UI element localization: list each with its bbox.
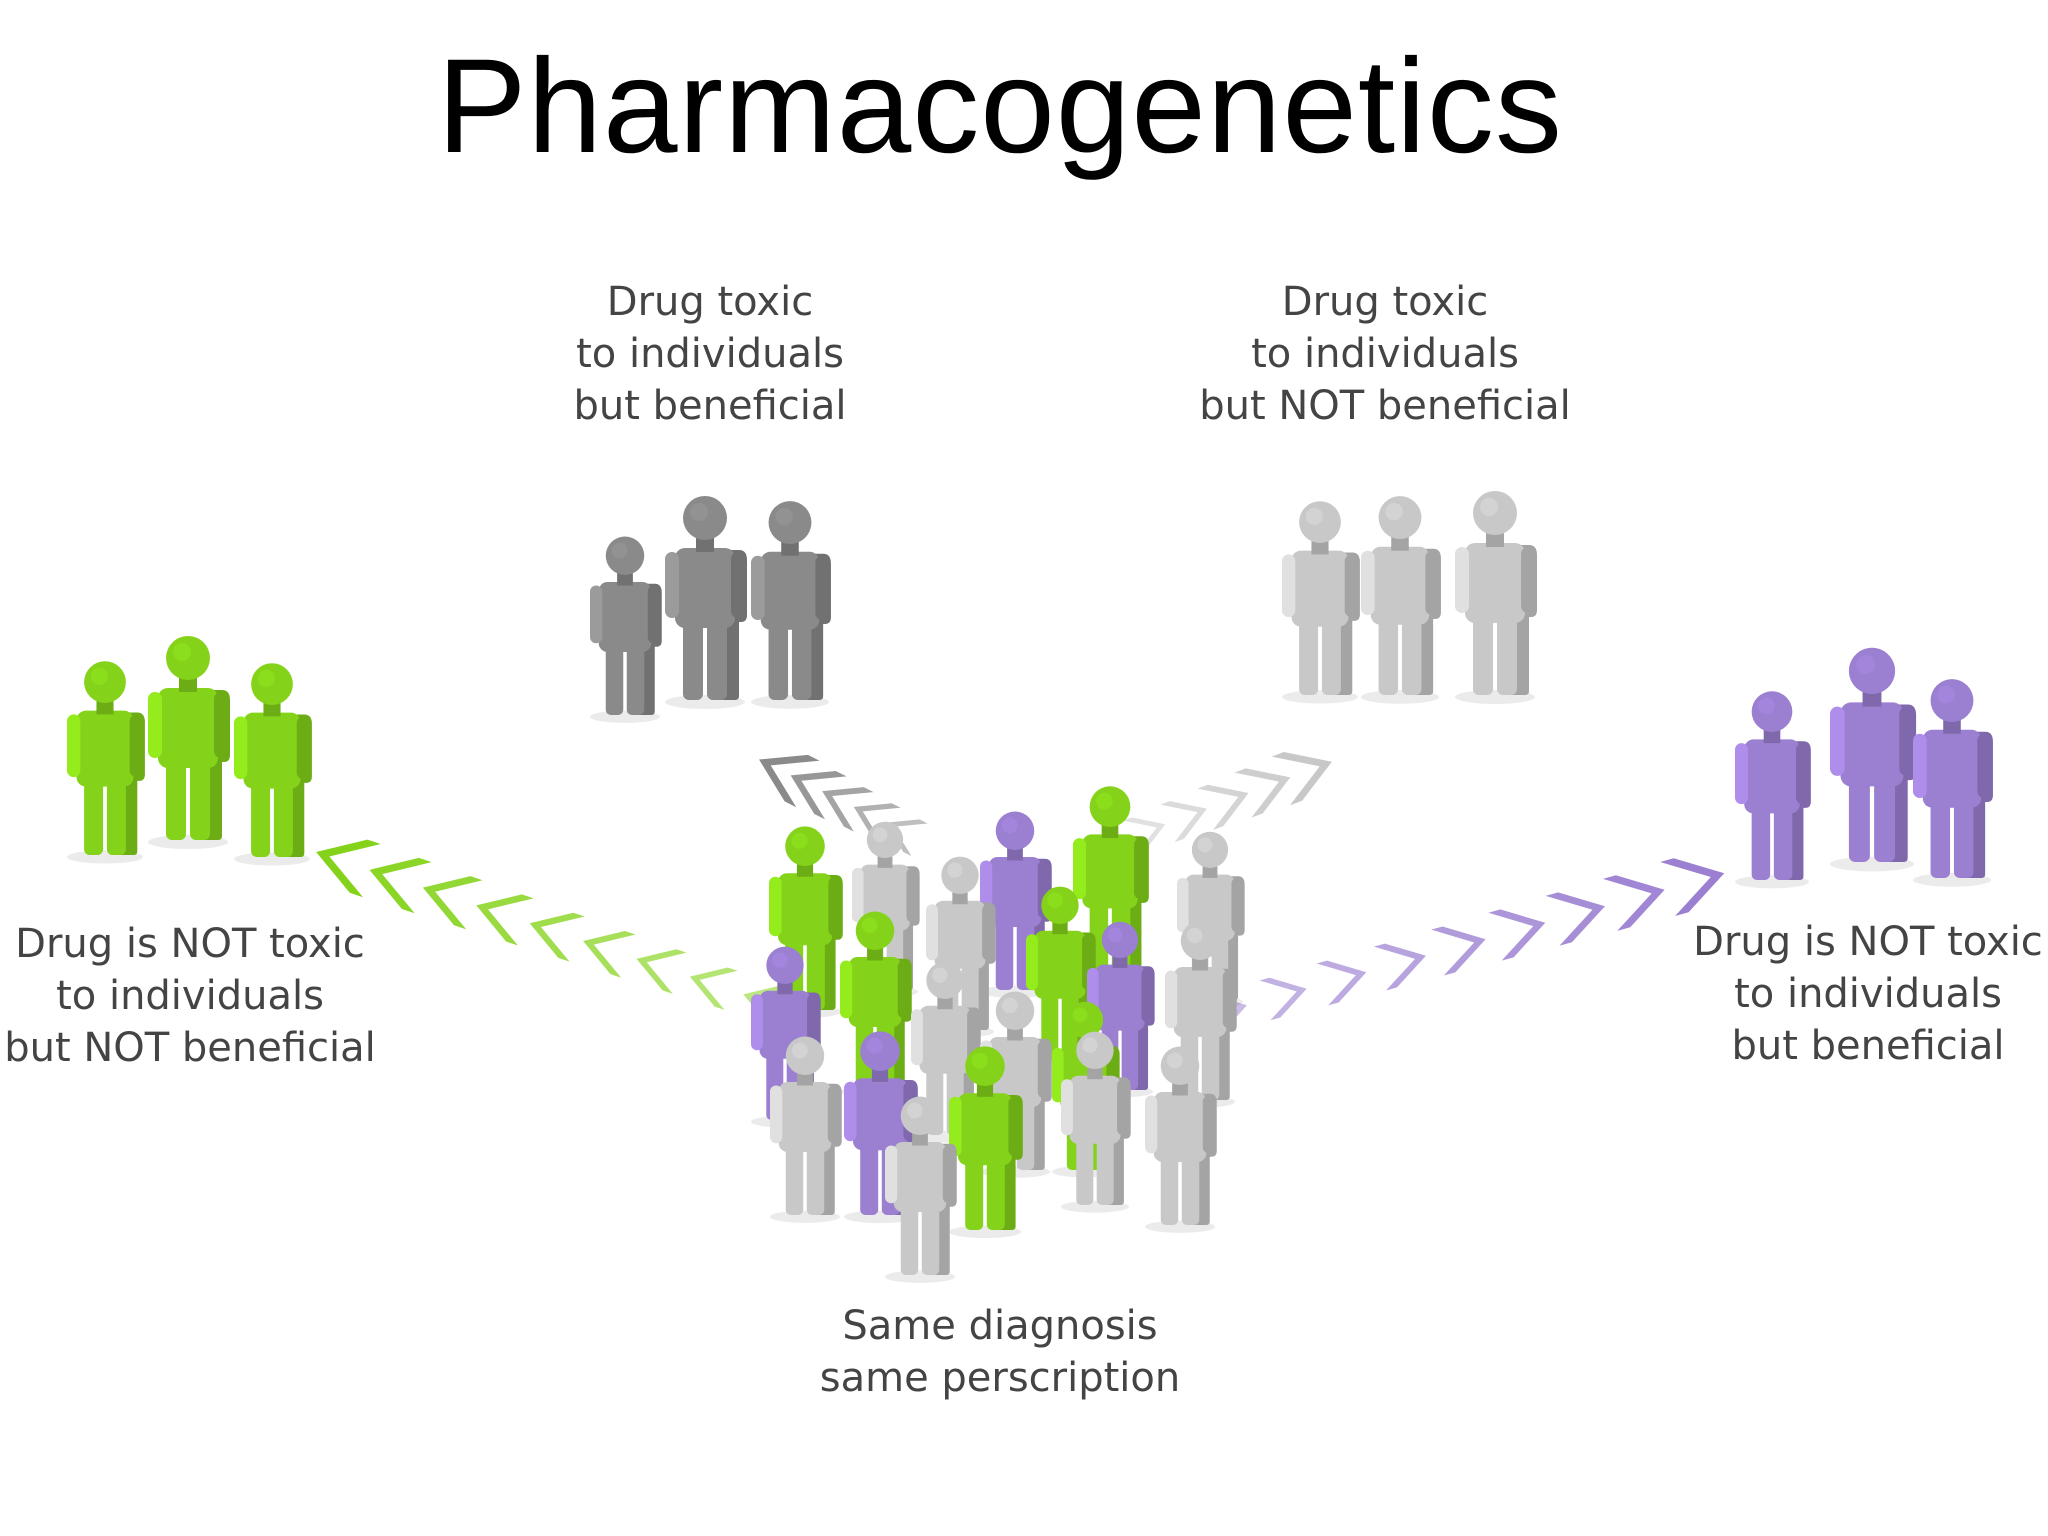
caption-toxic-beneficial: Drug toxic to individuals but beneficial: [540, 276, 880, 432]
caption-not-toxic-beneficial: Drug is NOT toxic to individuals but ben…: [1688, 916, 2048, 1072]
person-icon: [885, 1096, 957, 1283]
person-icon: [590, 536, 662, 723]
caption-line: to individuals: [1734, 971, 2002, 1017]
person-icon: [1830, 647, 1917, 872]
chevron-arrow-icon: [583, 930, 636, 978]
chevron-arrow-icon: [529, 912, 585, 962]
slide-title: Pharmacogenetics: [437, 32, 1563, 181]
chevron-arrow-icon: [689, 967, 738, 1010]
person-icon: [665, 496, 747, 709]
person-icon: [770, 1036, 842, 1223]
chevron-arrow-icon: [422, 876, 483, 930]
chevron-arrow-icon: [822, 787, 874, 832]
chevron-arrow-icon: [759, 754, 820, 808]
caption-line: Same diagnosis: [842, 1303, 1158, 1349]
caption-line: Drug toxic: [1281, 279, 1489, 325]
caption-line: same perscription: [819, 1355, 1181, 1401]
caption-line: to individuals: [56, 973, 324, 1019]
person-icon: [148, 636, 230, 849]
chevron-arrow-icon: [316, 839, 381, 898]
caption-line: Drug is NOT toxic: [15, 921, 365, 967]
person-icon: [1913, 679, 1993, 887]
person-icon: [1061, 1031, 1131, 1213]
chevron-arrow-icon: [636, 949, 687, 994]
person-icon: [1361, 496, 1441, 704]
caption-line: but NOT beneficial: [4, 1025, 376, 1071]
chevron-arrow-icon: [1234, 768, 1291, 818]
caption-line: to individuals: [576, 331, 844, 377]
chevron-arrow-icon: [790, 771, 847, 820]
chevron-arrow-icon: [1431, 926, 1486, 976]
chevron-arrow-icon: [1123, 817, 1166, 855]
caption-line: but beneficial: [573, 383, 847, 429]
person-icon: [234, 663, 312, 866]
chevron-arrow-icon: [1660, 858, 1725, 916]
chevron-arrow-icon: [1271, 752, 1332, 806]
chevron-arrow-icon: [1259, 977, 1307, 1021]
chevron-arrow-icon: [1160, 801, 1207, 843]
chevron-arrow-icon: [1197, 784, 1249, 831]
person-icon: [1455, 491, 1537, 704]
people-figures: [67, 491, 1993, 1283]
person-icon: [949, 1046, 1023, 1239]
caption-line: but NOT beneficial: [1199, 383, 1571, 429]
chevron-arrow-icon: [476, 894, 534, 946]
caption-toxic-not-beneficial: Drug toxic to individuals but NOT benefi…: [1170, 276, 1600, 432]
chevron-arrow-icon: [1602, 875, 1665, 931]
chevron-arrow-icon: [1316, 960, 1367, 1006]
chevron-arrow-icon: [369, 857, 432, 914]
caption-line: Drug is NOT toxic: [1693, 919, 2043, 965]
caption-line: to individuals: [1251, 331, 1519, 377]
caption-line: Drug toxic: [606, 279, 814, 325]
person-icon: [1735, 691, 1811, 889]
caption-same-diagnosis: Same diagnosis same perscription: [800, 1300, 1200, 1404]
person-icon: [751, 501, 831, 709]
chevron-arrow-icon: [1545, 892, 1605, 946]
chevron-arrow-icon: [1373, 943, 1426, 991]
person-icon: [1282, 501, 1360, 704]
person-icon: [926, 856, 996, 1038]
caption-not-toxic-not-beneficial: Drug is NOT toxic to individuals but NOT…: [0, 918, 380, 1074]
person-icon: [1145, 1046, 1217, 1233]
caption-line: but beneficial: [1731, 1023, 2005, 1069]
chevron-arrow-icon: [1488, 909, 1546, 961]
person-icon: [67, 661, 145, 864]
